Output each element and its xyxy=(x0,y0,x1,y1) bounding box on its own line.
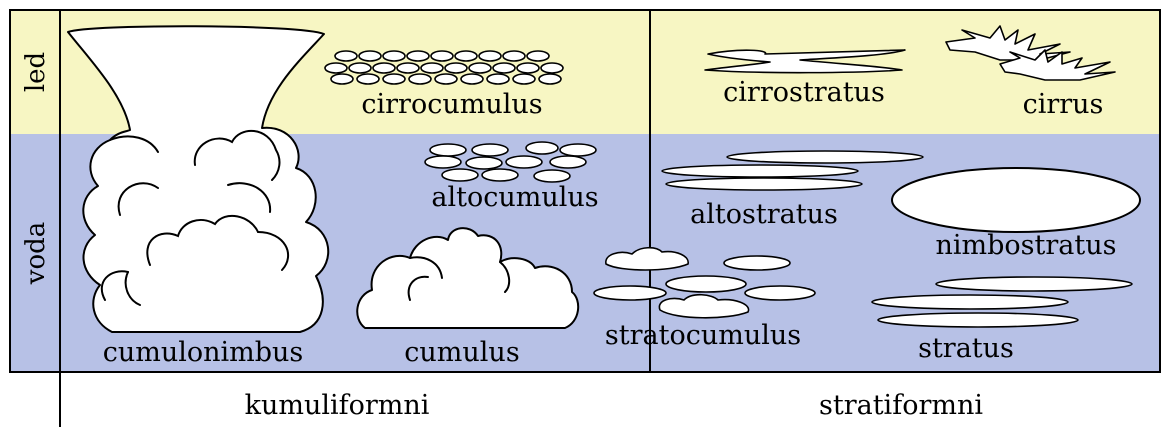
nimbostratus-cloud xyxy=(892,168,1140,232)
column-label-cumuliform: kumuliformni xyxy=(245,390,430,421)
cirrocumulus-label: cirrocumulus xyxy=(361,89,542,120)
cumulonimbus-cloud xyxy=(68,26,328,332)
altostratus-label: altostratus xyxy=(690,199,838,230)
cirrus-label: cirrus xyxy=(1023,89,1104,120)
row-label-ice: led xyxy=(21,52,51,92)
cirrostratus-label: cirrostratus xyxy=(723,77,885,108)
cumulus-label: cumulus xyxy=(404,337,519,368)
altocumulus-label: altocumulus xyxy=(431,182,598,213)
stratus-label: stratus xyxy=(918,333,1014,364)
cumulonimbus-label: cumulonimbus xyxy=(103,337,304,368)
nimbostratus-label: nimbostratus xyxy=(936,230,1117,261)
row-label-water: voda xyxy=(21,222,51,286)
stratocumulus-label: stratocumulus xyxy=(605,320,801,351)
column-label-stratiform: stratiformni xyxy=(819,390,983,421)
